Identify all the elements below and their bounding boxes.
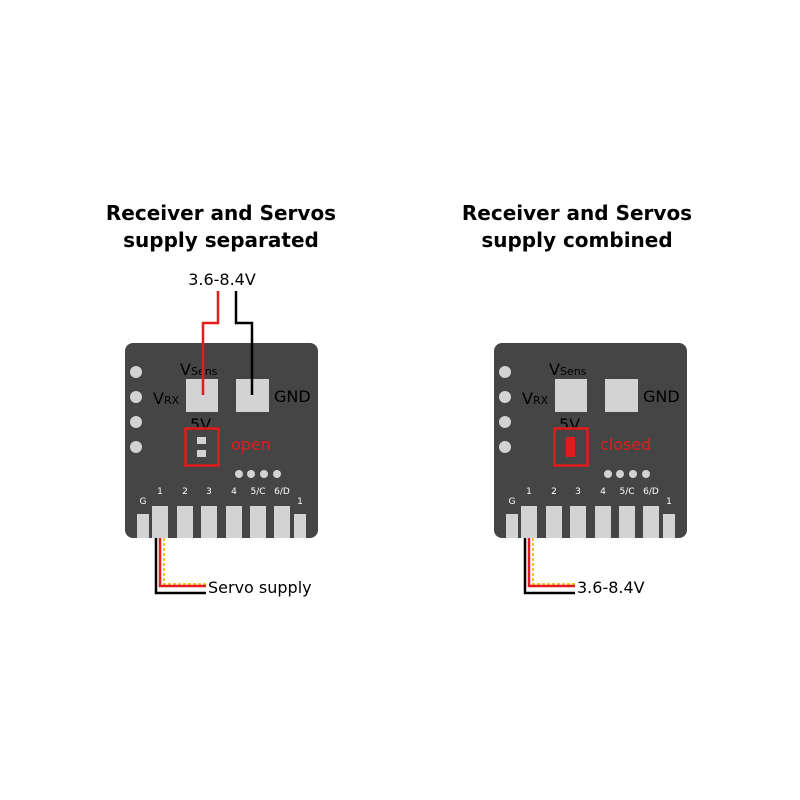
pin-label: 1 xyxy=(157,487,163,497)
jumper-outline xyxy=(184,427,220,467)
connector-pad xyxy=(521,506,537,538)
pin-label: 5/C xyxy=(619,487,634,497)
side-hole xyxy=(130,441,142,453)
vrx-label: VRX xyxy=(153,389,180,408)
bottom-black-wire xyxy=(154,538,206,595)
vsens-label: VSens xyxy=(549,360,587,379)
side-hole xyxy=(499,416,511,428)
five-v-label: 5V xyxy=(190,415,211,434)
pin-label: 2 xyxy=(182,487,188,497)
vsens-label: VSens xyxy=(180,360,218,379)
panel-combined: Receiver and Servos supply combined VSen… xyxy=(462,201,692,597)
five-v-label: 5V xyxy=(559,415,580,434)
connector-pad xyxy=(619,506,635,538)
connector-pad xyxy=(294,514,306,538)
connector-pad xyxy=(663,514,675,538)
pin-label: 3 xyxy=(206,487,212,497)
bottom-yellow-wire xyxy=(532,538,575,585)
circuit-board xyxy=(125,343,318,538)
connector-pad xyxy=(137,514,149,538)
small-hole xyxy=(604,470,612,478)
pin-label: 5/C xyxy=(250,487,265,497)
pin-label: 2 xyxy=(551,487,557,497)
top-black-wire xyxy=(234,291,254,395)
bottom-wire-label: 3.6-8.4V xyxy=(577,578,645,597)
pin-label: 1 xyxy=(526,487,532,497)
pin-label: 1 xyxy=(666,497,672,507)
side-hole xyxy=(130,366,142,378)
pin-label: 4 xyxy=(600,487,606,497)
panel-separated: Receiver and Servos supply separated 3.6… xyxy=(106,201,336,597)
vrx-label: VRX xyxy=(522,389,549,408)
small-hole xyxy=(273,470,281,478)
connector-pad xyxy=(643,506,659,538)
connector-pad xyxy=(177,506,193,538)
side-hole xyxy=(499,391,511,403)
connector-pad xyxy=(595,506,611,538)
panel-title-line2: supply separated xyxy=(123,228,319,252)
pin-label: G xyxy=(140,497,147,507)
small-hole xyxy=(247,470,255,478)
connector-pad xyxy=(274,506,290,538)
connector-pad xyxy=(250,506,266,538)
bottom-red-wire xyxy=(527,538,575,588)
pin-label: 4 xyxy=(231,487,237,497)
connector-pad xyxy=(546,506,562,538)
panel-title-line1: Receiver and Servos xyxy=(462,201,692,225)
small-hole xyxy=(616,470,624,478)
gnd-label: GND xyxy=(274,387,311,406)
bottom-black-wire xyxy=(523,538,575,595)
circuit-board xyxy=(494,343,687,538)
side-hole xyxy=(499,441,511,453)
connector-pad xyxy=(152,506,168,538)
connector-pad xyxy=(570,506,586,538)
side-hole xyxy=(130,416,142,428)
vrx-pad xyxy=(555,379,587,412)
small-hole xyxy=(260,470,268,478)
connector-pad xyxy=(226,506,242,538)
bottom-yellow-wire xyxy=(163,538,206,585)
top-wire-label: 3.6-8.4V xyxy=(188,270,256,289)
gnd-pad xyxy=(605,379,638,412)
jumper-cap xyxy=(566,437,575,457)
panel-title-line1: Receiver and Servos xyxy=(106,201,336,225)
small-hole xyxy=(629,470,637,478)
side-hole xyxy=(499,366,511,378)
gnd-label: GND xyxy=(643,387,680,406)
bottom-wire-label: Servo supply xyxy=(208,578,312,597)
pin-label: 1 xyxy=(297,497,303,507)
small-hole xyxy=(642,470,650,478)
side-hole xyxy=(130,391,142,403)
bottom-red-wire xyxy=(158,538,206,588)
jumper-pin xyxy=(197,437,206,444)
jumper-pin xyxy=(197,450,206,457)
jumper-outline xyxy=(553,427,589,467)
jumper-state-label: open xyxy=(231,435,271,454)
jumper-state-label: closed xyxy=(600,435,651,454)
connector-pad xyxy=(506,514,518,538)
pin-label: 6/D xyxy=(643,487,659,497)
panel-title-line2: supply combined xyxy=(481,228,672,252)
small-hole xyxy=(235,470,243,478)
connector-pad xyxy=(201,506,217,538)
pin-label: 6/D xyxy=(274,487,290,497)
top-red-wire xyxy=(201,291,220,395)
pin-label: 3 xyxy=(575,487,581,497)
pin-label: G xyxy=(509,497,516,507)
